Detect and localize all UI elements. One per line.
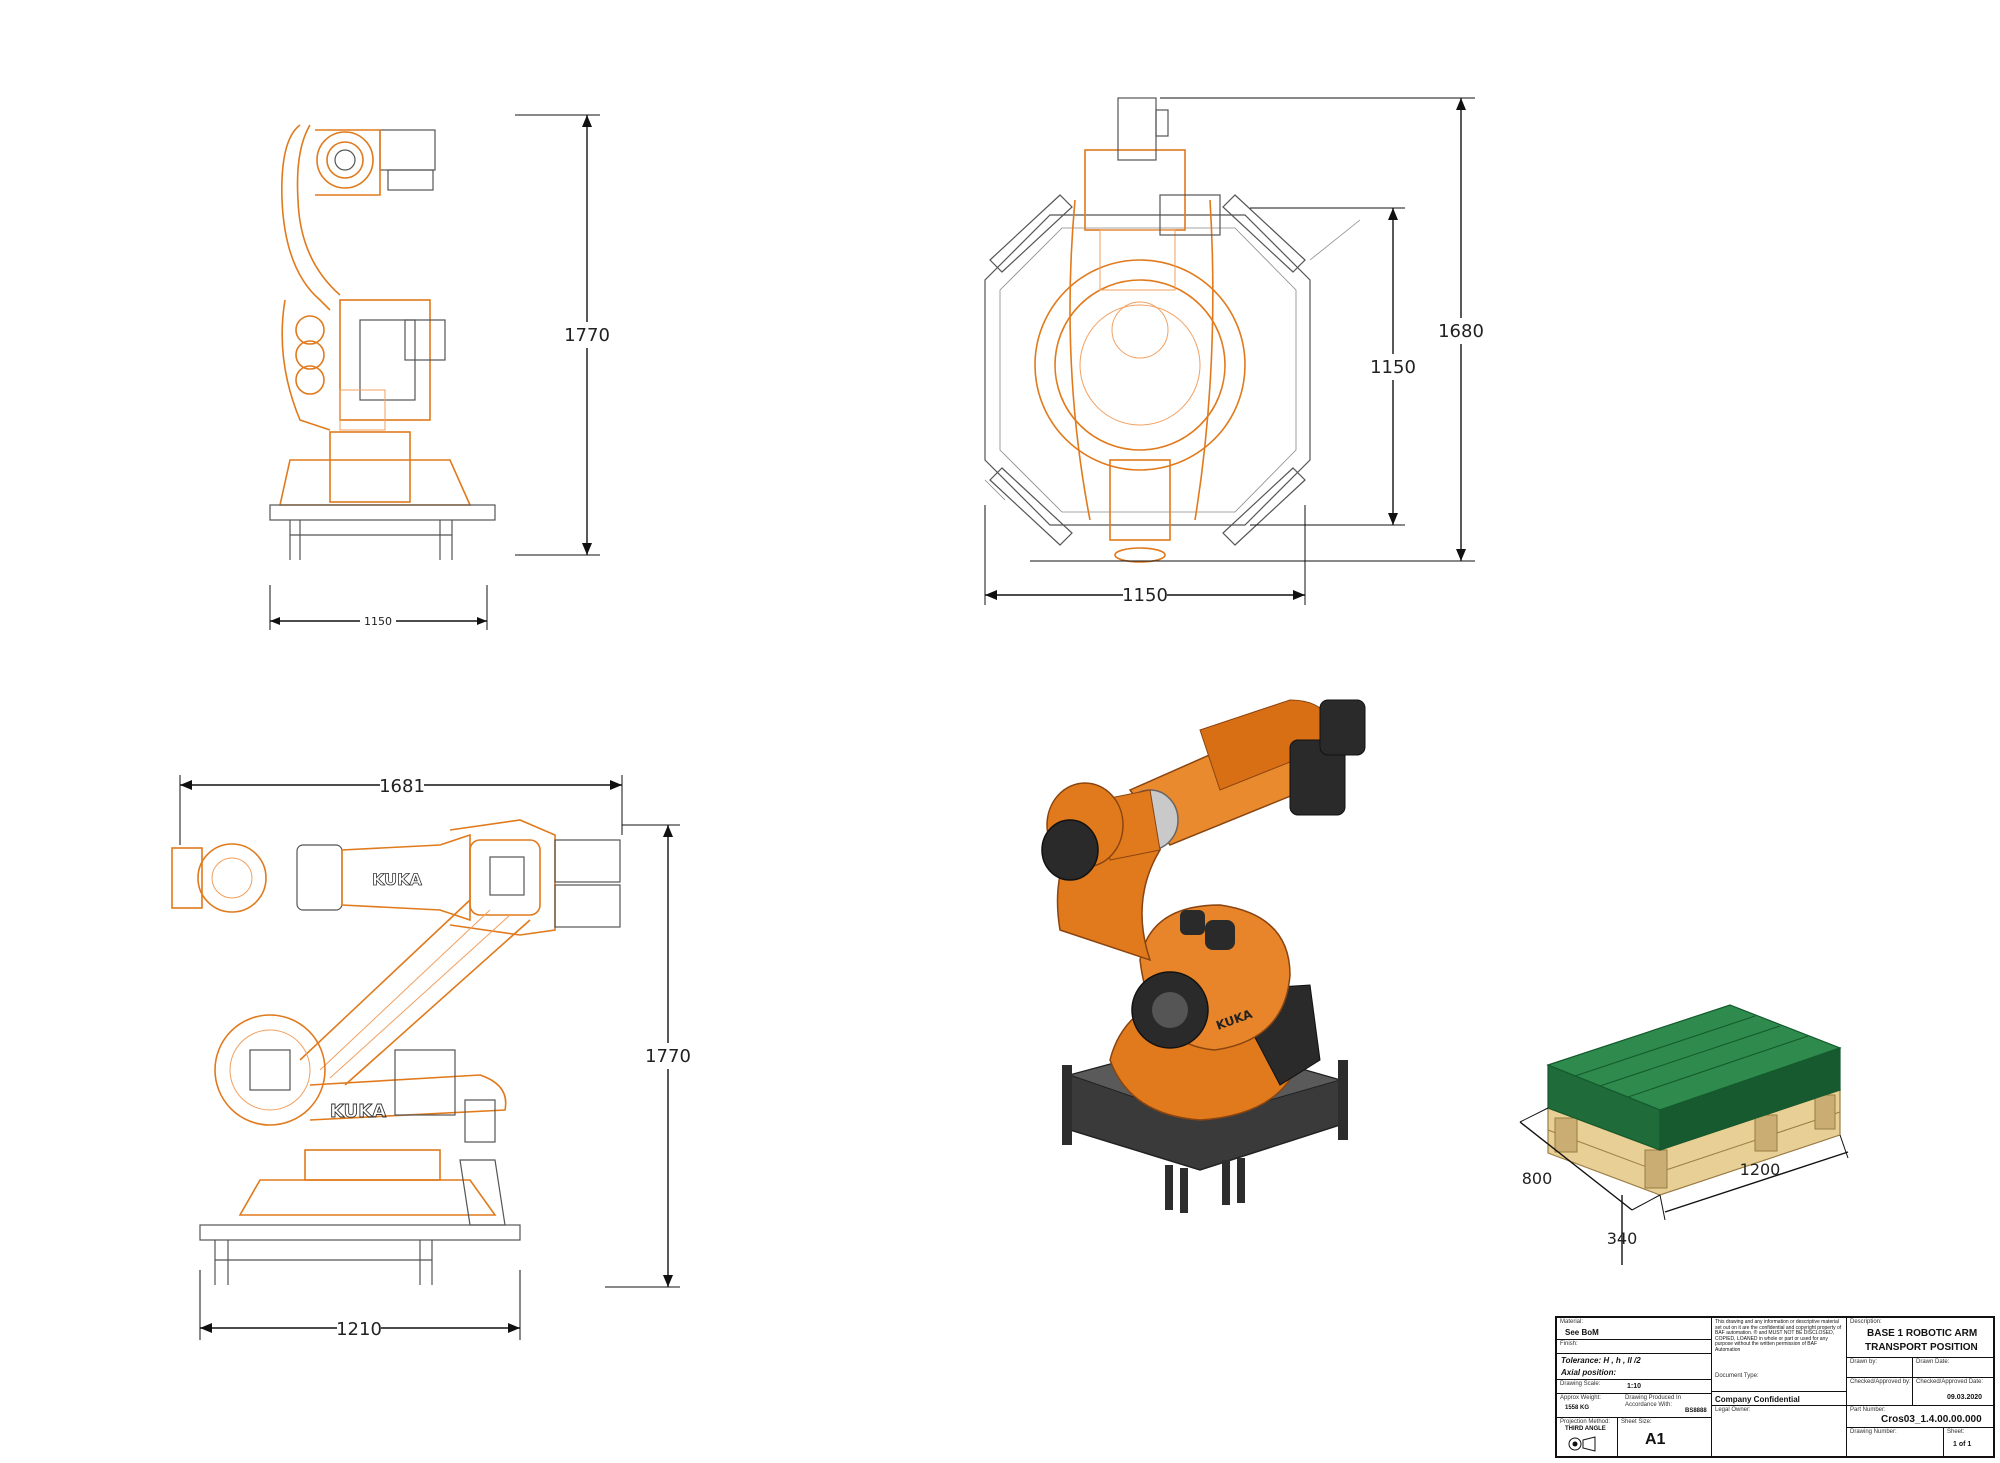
- sheet-value: 1 of 1: [1953, 1441, 1972, 1448]
- checked-date-label: Checked/Approved Date:: [1916, 1379, 1984, 1385]
- sheet-size-value: A1: [1645, 1431, 1666, 1448]
- confidential-notice-cell: This drawing and any information or desc…: [1712, 1318, 1847, 1372]
- material-cell: Material: See BoM: [1557, 1318, 1712, 1340]
- third-angle-projection-icon: [1568, 1436, 1596, 1452]
- tolerance-cell: Tolerance: H , h , ll /2 Axial position:: [1557, 1354, 1712, 1380]
- side-width-dim: 1150: [364, 615, 392, 628]
- iso-robot-render: KUKA: [1041, 699, 1366, 1213]
- top-width-dim: 1150: [1122, 585, 1168, 606]
- axial-position-text: Axial position:: [1561, 1368, 1617, 1377]
- drawing-number-label: Drawing Number:: [1850, 1429, 1897, 1435]
- confidential-notice: This drawing and any information or desc…: [1715, 1319, 1842, 1353]
- checked-cell: Checked/Approved by: Checked/Approved Da…: [1847, 1378, 1993, 1406]
- approx-weight-label: Approx Weight:: [1560, 1395, 1601, 1401]
- front-kuka-label-2: KUKA: [330, 1101, 386, 1122]
- part-number-label: Part Number:: [1850, 1407, 1886, 1413]
- top-view-robot: [984, 97, 1361, 563]
- document-type-label: Document Type:: [1715, 1373, 1759, 1379]
- drawn-date-label: Drawn Date:: [1916, 1359, 1950, 1365]
- description-cell: Description: BASE 1 ROBOTIC ARM TRANSPOR…: [1847, 1318, 1993, 1358]
- material-label: Material:: [1560, 1319, 1584, 1325]
- drawing-scale-value: 1:10: [1627, 1383, 1642, 1390]
- front-base-dim: 1210: [336, 1319, 382, 1340]
- company-confidential: Company Confidential: [1715, 1395, 1800, 1404]
- company-confidential-cell: Company Confidential: [1712, 1392, 1847, 1406]
- weight-cell: Approx Weight: 1558 KG Drawing Produced …: [1557, 1394, 1712, 1418]
- finish-cell: Finish:: [1557, 1340, 1712, 1354]
- tolerance-text: Tolerance: H , h , ll /2: [1561, 1356, 1641, 1365]
- drawn-by-label: Drawn by:: [1850, 1359, 1878, 1365]
- top-view-dimensions: 1680 1150 1150: [984, 97, 1484, 607]
- pallet-height-dim: 340: [1607, 1229, 1638, 1248]
- legal-owner-cell: Legal Owner:: [1712, 1406, 1847, 1456]
- drawing-title-line-1: BASE 1 ROBOTIC ARM: [1867, 1328, 1978, 1339]
- produced-label: Drawing Produced In Accordance With:: [1625, 1395, 1682, 1408]
- finish-label: Finish:: [1560, 1341, 1578, 1347]
- sheet-size-label: Sheet Size:: [1621, 1419, 1652, 1425]
- description-label: Description:: [1850, 1319, 1882, 1325]
- checked-by-label: Checked/Approved by:: [1850, 1379, 1911, 1385]
- drawing-title-line-2: TRANSPORT POSITION: [1865, 1342, 1978, 1353]
- title-block: Material: See BoM Finish: Tolerance: H ,…: [1555, 1316, 1995, 1458]
- legal-owner-label: Legal Owner:: [1715, 1407, 1751, 1413]
- top-inner-dim: 1150: [1370, 357, 1416, 378]
- projection-label: Projection Method:: [1560, 1419, 1611, 1425]
- front-view-robot: KUKA KUKA: [171, 819, 621, 1285]
- document-type-cell: Document Type:: [1712, 1372, 1847, 1392]
- projection-cell: Projection Method: THIRD ANGLE Sheet Siz…: [1557, 1418, 1712, 1456]
- front-kuka-label: KUKA: [372, 870, 423, 889]
- side-view-dimensions: 1770 1150: [269, 114, 610, 630]
- top-total-dim: 1680: [1438, 321, 1484, 342]
- pallet-illustration: 800 1200 340: [1519, 1004, 1849, 1265]
- part-number-cell: Part Number: Cros03_1.4.00.00.000: [1847, 1406, 1993, 1428]
- side-view-robot: [269, 124, 496, 560]
- drawn-cell: Drawn by: Drawn Date:: [1847, 1358, 1993, 1378]
- front-reach-dim: 1681: [379, 776, 425, 797]
- drawing-number-cell: Drawing Number: Sheet: 1 of 1: [1847, 1428, 1993, 1456]
- sheet-label: Sheet:: [1947, 1429, 1965, 1435]
- title-block-col-1: Material: See BoM Finish: Tolerance: H ,…: [1557, 1318, 1712, 1456]
- material-value: See BoM: [1565, 1328, 1599, 1337]
- produced-value: BS8888: [1685, 1408, 1707, 1414]
- title-block-col-3: Description: BASE 1 ROBOTIC ARM TRANSPOR…: [1847, 1318, 1993, 1456]
- checked-date-value: 09.03.2020: [1947, 1394, 1983, 1401]
- approx-weight-value: 1558 KG: [1565, 1405, 1590, 1411]
- scale-cell: Drawing Scale: 1:10: [1557, 1380, 1712, 1394]
- side-height-dim: 1770: [564, 325, 610, 346]
- drawing-scale-label: Drawing Scale:: [1560, 1381, 1601, 1387]
- pallet-depth-dim: 800: [1522, 1169, 1553, 1188]
- pallet-length-dim: 1200: [1740, 1160, 1781, 1179]
- projection-value: THIRD ANGLE: [1565, 1426, 1606, 1432]
- title-block-col-2: This drawing and any information or desc…: [1712, 1318, 1847, 1456]
- part-number-value: Cros03_1.4.00.00.000: [1881, 1414, 1982, 1425]
- front-view-dimensions: 1681 1770 1210: [179, 773, 691, 1340]
- front-height-dim: 1770: [645, 1046, 691, 1067]
